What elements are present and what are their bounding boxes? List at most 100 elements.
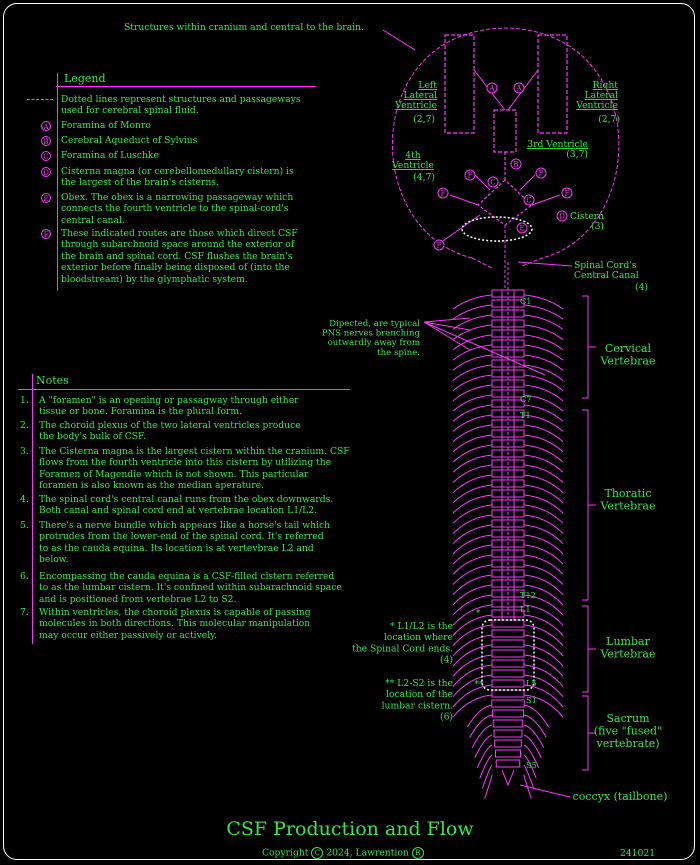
nerve-left: [452, 414, 493, 432]
marker-c-left: C: [490, 179, 495, 187]
nerve-left: [452, 324, 493, 341]
legend-item-text: Dotted lines represent structures and pa…: [61, 94, 301, 105]
nerve-right: [523, 694, 564, 718]
nerve-right: [523, 624, 564, 647]
marker-c-right: C: [526, 197, 531, 205]
legend-bracket: [57, 73, 58, 291]
vertebra-label-s5: S5: [526, 760, 537, 770]
star1-marker: *: [476, 609, 481, 619]
cranium-outline: [391, 27, 620, 267]
nerve-left: [452, 674, 493, 698]
fourth-ventricle-ref: (4,7): [413, 172, 435, 183]
vertebra: [491, 669, 525, 678]
nerve-left: [452, 594, 493, 616]
fourth-ventricle-label: 4th: [405, 150, 421, 161]
third-ventricle-ref: (3,7): [566, 149, 588, 160]
nerve-right: [523, 744, 540, 769]
cisterna-magna: [461, 216, 533, 242]
star2-note: (6): [440, 712, 453, 723]
right-ventricle-ref: (2,7): [598, 114, 620, 125]
legend-item-text: the largest of the brain's cisterns.: [61, 177, 219, 189]
star2-note: lumbar cistern.: [382, 700, 453, 711]
copyright-line: Copyright C 2024, Lawrention R: [262, 847, 424, 859]
nerve-right: [523, 594, 564, 616]
legend-key-icon: C: [41, 151, 51, 161]
vertebra: [491, 679, 525, 688]
left-ventricle-label: Left: [418, 80, 437, 91]
notes-rule: [18, 389, 350, 390]
nerve-right: [523, 434, 564, 453]
nerve-left: [452, 524, 493, 545]
nerve-right: [523, 424, 564, 443]
nerve-left: [484, 774, 493, 799]
header-caption: Structures within cranium and central to…: [124, 22, 364, 33]
marker-f-3: F: [441, 190, 446, 198]
nerve-right: [523, 734, 542, 759]
nerve-right: [523, 344, 564, 361]
nerve-left: [452, 294, 493, 310]
nerve-left: [452, 344, 493, 361]
marker-a-right: A: [515, 85, 522, 93]
marker-e-circle: [516, 222, 528, 234]
vertebra-label-s1: S1: [526, 695, 537, 705]
right-ventricle-label: Right: [593, 80, 619, 91]
marker-a-left-circle: [486, 82, 498, 94]
pns-note-text: Dipected, are typical: [329, 319, 420, 329]
vertebra: [491, 699, 525, 708]
notes-bracket: [32, 374, 33, 644]
nerve-left: [452, 574, 493, 596]
vertebra: [491, 619, 525, 628]
marker-f-3-circle: [437, 187, 449, 199]
pns-note-text: PNS nerves branching: [322, 329, 421, 339]
lumbar-cistern: [481, 619, 535, 691]
nerve-left: [452, 484, 493, 504]
nerve-right: [523, 394, 564, 412]
nerve-right: [523, 464, 564, 483]
note-text: Foramen of Magendie which is not shown. …: [39, 468, 309, 480]
nerve-left: [452, 444, 493, 463]
legend-item-text: used for cerebral spinal fluid.: [61, 105, 199, 117]
vertebra-label-c1: C1: [520, 296, 531, 306]
nerve-left: [452, 544, 493, 565]
legend-item-text: Obex. The obex is a narrowing passageway…: [61, 192, 294, 203]
vertebra: [495, 759, 521, 768]
legend-key-icon: F: [41, 229, 51, 239]
note-text: The choroid plexus of the two lateral ve…: [39, 420, 301, 431]
nerve-right: [523, 664, 564, 687]
nerve-left: [479, 754, 493, 779]
nerve-right: [523, 644, 564, 667]
nerve-right: [523, 724, 545, 748]
nerve-right: [523, 474, 564, 494]
legend-key-icon: D: [41, 167, 51, 177]
fourth-ventricle-label: Ventricle: [391, 160, 434, 171]
nerve-right: [523, 674, 564, 698]
nerve-right: [523, 444, 564, 463]
legend-key-icon: A: [41, 121, 51, 131]
vertebra-label-c7: C7: [520, 394, 531, 404]
star2-marker: **: [475, 680, 485, 690]
vertebra: [491, 649, 525, 658]
legend-item-text: exterior before finally being disposed o…: [61, 262, 290, 274]
legend-item-text: Foramina of Luschke: [61, 150, 159, 161]
legend-item-text: bloodstream) by the glymphatic system.: [61, 273, 248, 285]
star1-note: (4): [440, 655, 453, 666]
left-lateral-ventricle: [444, 34, 475, 134]
nerve-left: [452, 604, 493, 626]
nerve-left: [452, 624, 493, 647]
marker-c-right-circle: [523, 194, 535, 206]
nerve-left: [452, 434, 493, 453]
nerve-left: [452, 494, 493, 514]
vertebra-label-t12: T12: [520, 590, 536, 600]
region-label: Vertebrae: [600, 648, 656, 661]
nerve-left: [471, 724, 493, 748]
note-number: 3.: [20, 446, 29, 457]
vertebra-label-t1: T1: [520, 410, 531, 420]
marker-d-circle: [556, 210, 568, 222]
third-ventricle: [493, 109, 517, 153]
note-number: 1.: [20, 395, 29, 406]
nerve-left: [452, 334, 493, 351]
region-label: Vertebrae: [600, 355, 656, 368]
marker-f-2-circle: [535, 167, 547, 179]
